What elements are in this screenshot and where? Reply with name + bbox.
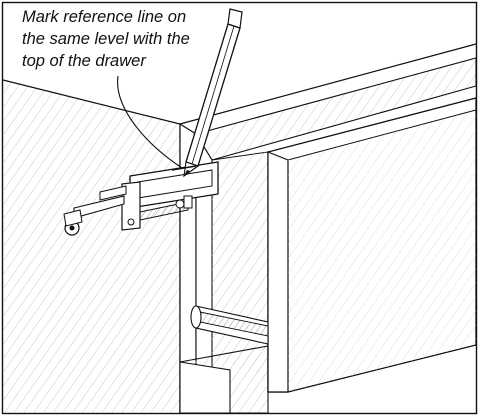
drawer-front bbox=[267, 97, 477, 393]
drawer-slide-rail bbox=[190, 305, 269, 345]
callout-line-1: Mark reference line on bbox=[22, 8, 187, 26]
slide-bracket bbox=[63, 161, 219, 236]
lower-panel bbox=[179, 345, 269, 414]
reference-mark bbox=[171, 165, 197, 171]
leader-line bbox=[117, 75, 183, 169]
callout-line-2: the same level with the bbox=[22, 30, 190, 48]
callout-line-3: top of the drawer bbox=[22, 52, 146, 70]
callout-text: Mark reference line on the same level wi… bbox=[22, 6, 272, 72]
